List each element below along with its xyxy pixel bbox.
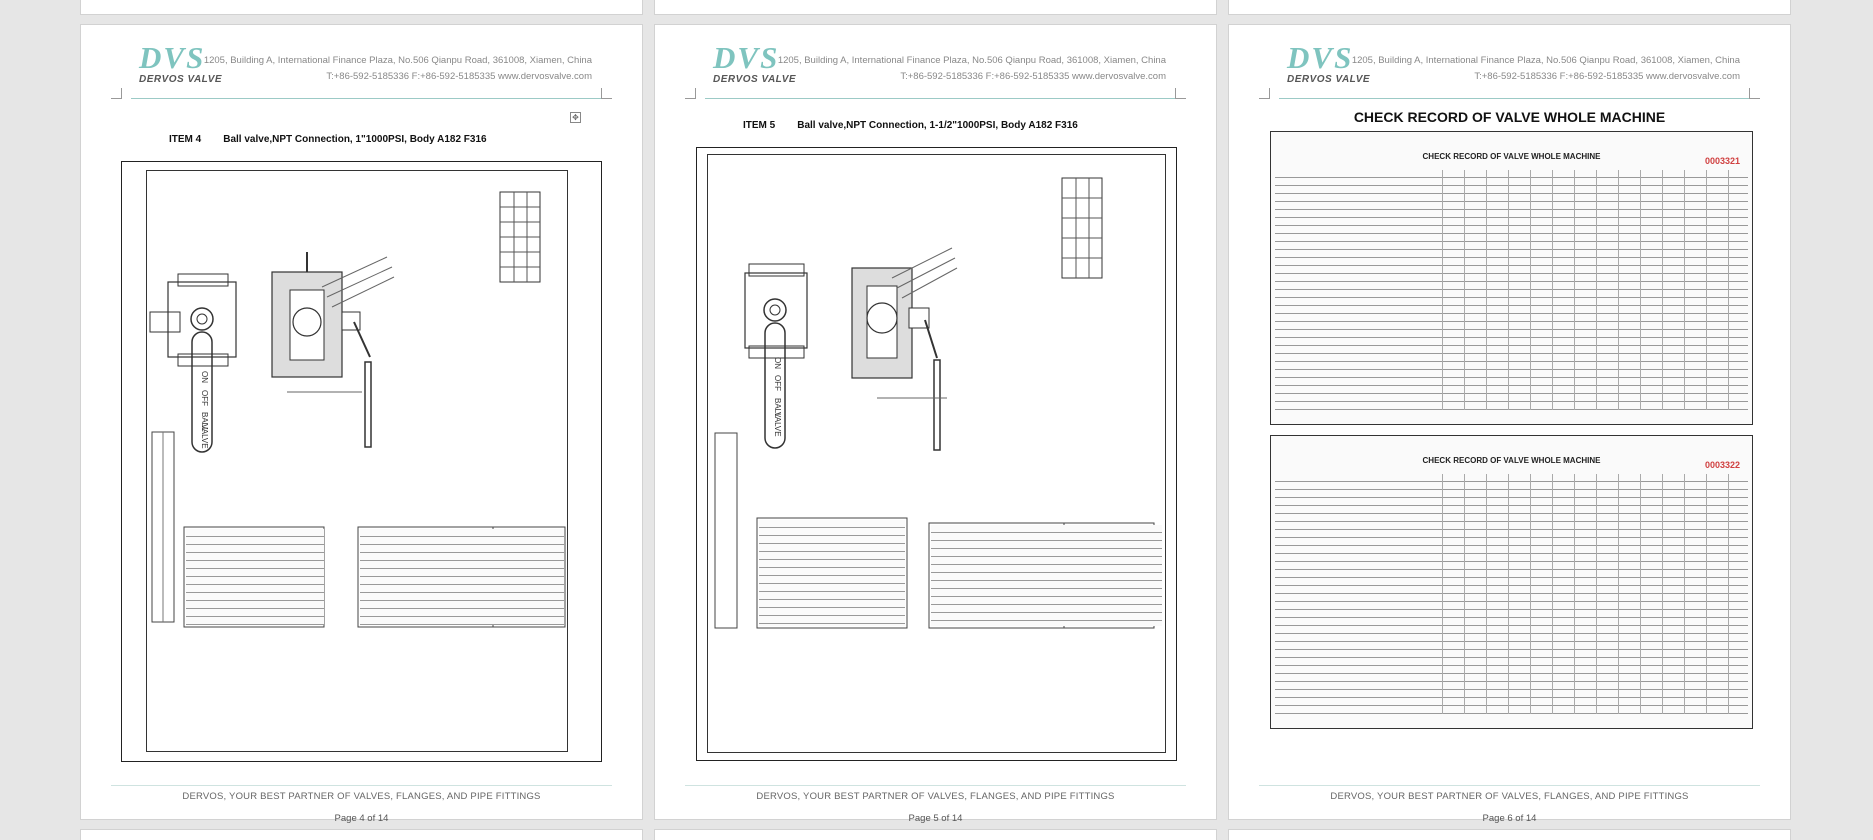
company-address: 1205, Building A, International Finance … xyxy=(1351,55,1740,82)
footer-slogan: DERVOS, YOUR BEST PARTNER OF VALVES, FLA… xyxy=(756,791,1115,802)
crop-mark xyxy=(1259,88,1270,99)
crop-mark xyxy=(1749,88,1760,99)
crop-mark xyxy=(685,88,696,99)
company-logo: DVS DERVOS VALVE xyxy=(1287,40,1371,85)
ball-valve-drawing: ON OFF BALL VALVE xyxy=(714,177,1155,629)
drawing-label-ball: BALL xyxy=(200,412,209,432)
drawing-label-ball: BALL xyxy=(773,398,782,418)
company-address: 1205, Building A, International Finance … xyxy=(203,55,592,82)
previous-page-bottom xyxy=(81,0,642,14)
page-number: Page 4 of 14 xyxy=(334,813,389,824)
document-page-6: DVS DERVOS VALVE 1205, Building A, Inter… xyxy=(1229,25,1790,824)
record-number: 0003322 xyxy=(1704,460,1740,470)
header-rule xyxy=(131,98,607,99)
footer-slogan: DERVOS, YOUR BEST PARTNER OF VALVES, FLA… xyxy=(182,791,541,802)
previous-page-bottom xyxy=(1229,0,1790,14)
document-page-5: DVS DERVOS VALVE 1205, Building A, Inter… xyxy=(655,25,1216,824)
parts-list-rows xyxy=(360,529,564,625)
drawing-label-on: ON xyxy=(773,357,782,369)
crop-mark xyxy=(1175,88,1186,99)
record-heading: CHECK RECORD OF VALVE WHOLE MACHINE xyxy=(1422,456,1601,465)
footer-rule xyxy=(1259,785,1760,786)
next-page-top xyxy=(655,830,1216,840)
record-heading: CHECK RECORD OF VALVE WHOLE MACHINE xyxy=(1422,152,1601,161)
footer-rule xyxy=(111,785,612,786)
footer-rule xyxy=(685,785,1186,786)
company-address: 1205, Building A, International Finance … xyxy=(777,55,1166,82)
crop-mark xyxy=(601,88,612,99)
record-number: 0003321 xyxy=(1704,156,1740,166)
check-record-sheet: CHECK RECORD OF VALVE WHOLE MACHINE 0003… xyxy=(1270,435,1753,729)
next-page-top xyxy=(81,830,642,840)
page-number: Page 5 of 14 xyxy=(908,813,963,824)
company-logo: DVS DERVOS VALVE xyxy=(139,40,223,85)
drawing-label-on: ON xyxy=(200,371,209,383)
header-rule xyxy=(705,98,1181,99)
drawing-label-off: OFF xyxy=(200,390,209,406)
company-logo: DVS DERVOS VALVE xyxy=(713,40,797,85)
previous-page-bottom xyxy=(655,0,1216,14)
design-data-rows xyxy=(759,520,905,626)
ball-valve-drawing: ON OFF BALL VALVE xyxy=(149,191,566,628)
page-title: CHECK RECORD OF VALVE WHOLE MACHINE xyxy=(1353,109,1666,125)
crop-mark xyxy=(111,88,122,99)
page-number: Page 6 of 14 xyxy=(1482,813,1537,824)
header-rule xyxy=(1279,98,1755,99)
object-anchor-icon[interactable]: ✥ xyxy=(570,112,581,123)
check-record-sheet: CHECK RECORD OF VALVE WHOLE MACHINE 0003… xyxy=(1270,131,1753,425)
record-columns xyxy=(1421,474,1748,714)
design-data-rows xyxy=(186,529,324,625)
drawing-label-off: OFF xyxy=(773,375,782,391)
valve-drawing: ON OFF BALL VALVE xyxy=(696,147,1177,761)
drawing-label-valve: VALVE xyxy=(773,412,782,437)
drawing-label-valve: VALVE xyxy=(200,424,209,449)
parts-list-rows xyxy=(931,525,1162,626)
footer-slogan: DERVOS, YOUR BEST PARTNER OF VALVES, FLA… xyxy=(1330,791,1689,802)
document-page-4: DVS DERVOS VALVE 1205, Building A, Inter… xyxy=(81,25,642,824)
valve-drawing: ON OFF BALL VALVE xyxy=(121,161,602,762)
record-columns xyxy=(1421,170,1748,410)
drawing-frame xyxy=(707,154,1166,753)
next-page-top xyxy=(1229,830,1790,840)
drawing-frame xyxy=(146,170,568,752)
